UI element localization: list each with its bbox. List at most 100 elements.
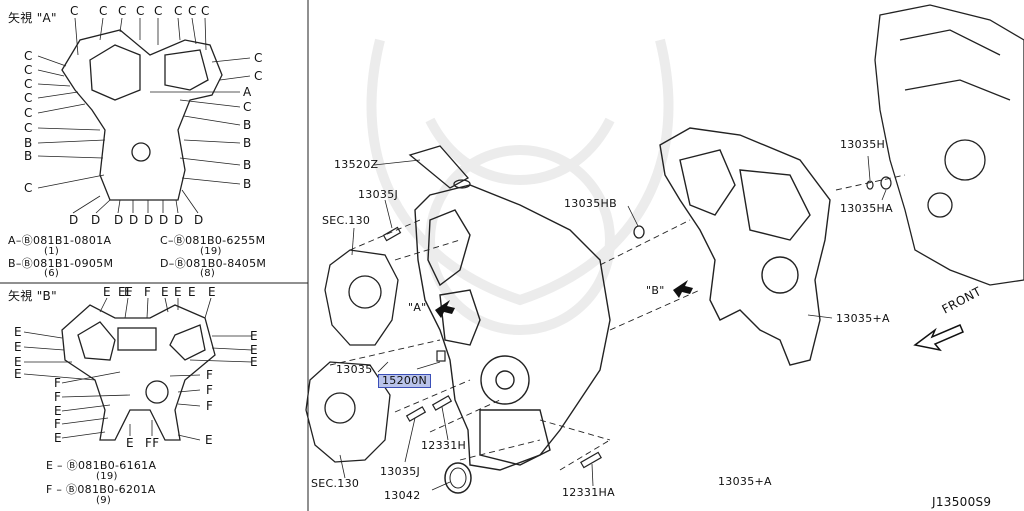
bolt-label: E <box>14 367 22 381</box>
diagram-id: J13500S9 <box>932 495 992 509</box>
legend-row-a: A–Ⓑ081B1-0801A <box>8 234 112 247</box>
bolt-label: D <box>159 213 169 227</box>
bolt-label: D <box>91 213 101 227</box>
bolt-label: C <box>188 4 197 18</box>
timing-chain-case <box>414 184 611 471</box>
bolt-label: E <box>250 355 258 369</box>
legend-qty-f: (9) <box>96 495 112 506</box>
bolt-label: E <box>126 436 134 450</box>
bolt-label: D <box>114 213 124 227</box>
part-13042[interactable]: 13042 <box>384 489 421 502</box>
oil-seal-inner <box>449 467 467 489</box>
bolt-label: D <box>144 213 154 227</box>
water-pump-lower <box>305 361 391 463</box>
bolt-label: E <box>14 325 22 339</box>
bolt-label: E <box>188 285 196 299</box>
bolt-label: E <box>161 285 169 299</box>
front-arrow-icon <box>913 324 964 352</box>
bolt-label: C <box>154 4 163 18</box>
bolt-label: D <box>129 213 139 227</box>
view-b-title: 矢視 "B" <box>8 289 57 303</box>
bolt-label: C <box>243 100 252 114</box>
bolt-label: C <box>136 4 145 18</box>
view-a-cover <box>61 29 223 201</box>
bolt-label: E <box>205 433 213 447</box>
part-13035[interactable]: 13035 <box>336 363 373 376</box>
sec130-bottom-ref[interactable]: SEC.130 <box>311 477 360 490</box>
bolt-label: F <box>54 390 62 404</box>
part-13035h[interactable]: 13035H <box>840 138 886 151</box>
liquid-gasket-tube <box>408 145 471 189</box>
view-a-ref: "A" <box>408 301 427 314</box>
part-13035-plus-a-bottom[interactable]: 13035+A <box>718 475 772 488</box>
sec130-top-ref[interactable]: SEC.130 <box>322 214 371 227</box>
bolt-label: E <box>14 340 22 354</box>
legend-row-e: E – Ⓑ081B0-6161A <box>46 459 157 472</box>
view-b-ref: "B" <box>646 284 665 297</box>
part-15200n-highlighted[interactable]: 15200N <box>378 374 432 388</box>
bolt-label: EF <box>118 285 134 299</box>
assembly-dashed-lines <box>329 174 906 471</box>
legend-qty-a: (1) <box>44 246 60 257</box>
bolt-label: E <box>54 431 62 445</box>
bolt-label: F <box>54 376 62 390</box>
bolt-label: C <box>24 77 33 91</box>
bolt-label: D <box>69 213 79 227</box>
bolt-label: C <box>99 4 108 18</box>
legend-qty-d: (8) <box>200 268 216 279</box>
bolt-label: E <box>250 343 258 357</box>
bolt-label: F <box>206 383 214 397</box>
part-13035hb[interactable]: 13035HB <box>564 197 617 210</box>
part-12331h[interactable]: 12331H <box>421 439 467 452</box>
part-12331ha[interactable]: 12331HA <box>562 486 615 499</box>
legend-row-d: D–Ⓑ081B0-8405M <box>160 257 267 270</box>
o-ring-13035ha <box>880 176 892 190</box>
bolt-label: C <box>201 4 210 18</box>
bolt-label: E <box>54 404 62 418</box>
o-ring-13035hb <box>633 225 645 239</box>
watermark-logo <box>366 38 674 335</box>
bolt-label: D <box>194 213 204 227</box>
legend-qty-c: (19) <box>200 246 222 257</box>
oil-seal-13042 <box>444 462 472 494</box>
view-b-arrow-icon <box>673 280 693 298</box>
bolt-label: C <box>24 106 33 120</box>
bolt-label: E <box>208 285 216 299</box>
legend-row-f: F – Ⓑ081B0-6201A <box>46 483 156 496</box>
bolt-label: C <box>118 4 127 18</box>
bolt-label: E <box>124 285 132 299</box>
bolt-label: D <box>174 213 184 227</box>
legend-row-b: B–Ⓑ081B1-0905M <box>8 257 114 270</box>
main-leaders <box>339 155 887 491</box>
part-13035j-bottom[interactable]: 13035J <box>380 465 421 478</box>
bolt-label: E <box>103 285 111 299</box>
bolt-label: E <box>14 355 22 369</box>
bolt-label: FF <box>145 436 160 450</box>
bolt-label: B <box>24 136 33 150</box>
bolt-label: B <box>243 177 252 191</box>
part-13035j-top[interactable]: 13035J <box>358 188 399 201</box>
bolt-label: F <box>144 285 152 299</box>
bolt-label: C <box>24 49 33 63</box>
view-b-leaders <box>23 297 253 441</box>
part-13520z[interactable]: 13520Z <box>334 158 379 171</box>
view-a-title: 矢視 "A" <box>8 11 57 25</box>
bolt-label: B <box>243 118 252 132</box>
rear-timing-cover <box>659 127 831 366</box>
view-a-leaders <box>37 17 251 214</box>
part-13035ha[interactable]: 13035HA <box>840 202 893 215</box>
bolt-label: F <box>206 368 214 382</box>
view-a-arrow-icon <box>435 300 455 318</box>
legend-row-c: C–Ⓑ081B0-6255M <box>160 234 266 247</box>
bolt-label: C <box>24 121 33 135</box>
water-pump-upper <box>324 249 399 346</box>
bolt-label: B <box>243 136 252 150</box>
bolt-label: E <box>174 285 182 299</box>
bolt-label: C <box>24 181 33 195</box>
engine-block <box>874 4 1024 286</box>
view-b-cover <box>61 304 216 441</box>
bolt-label: E <box>250 329 258 343</box>
part-13035-plus-a-right[interactable]: 13035+A <box>836 312 890 325</box>
